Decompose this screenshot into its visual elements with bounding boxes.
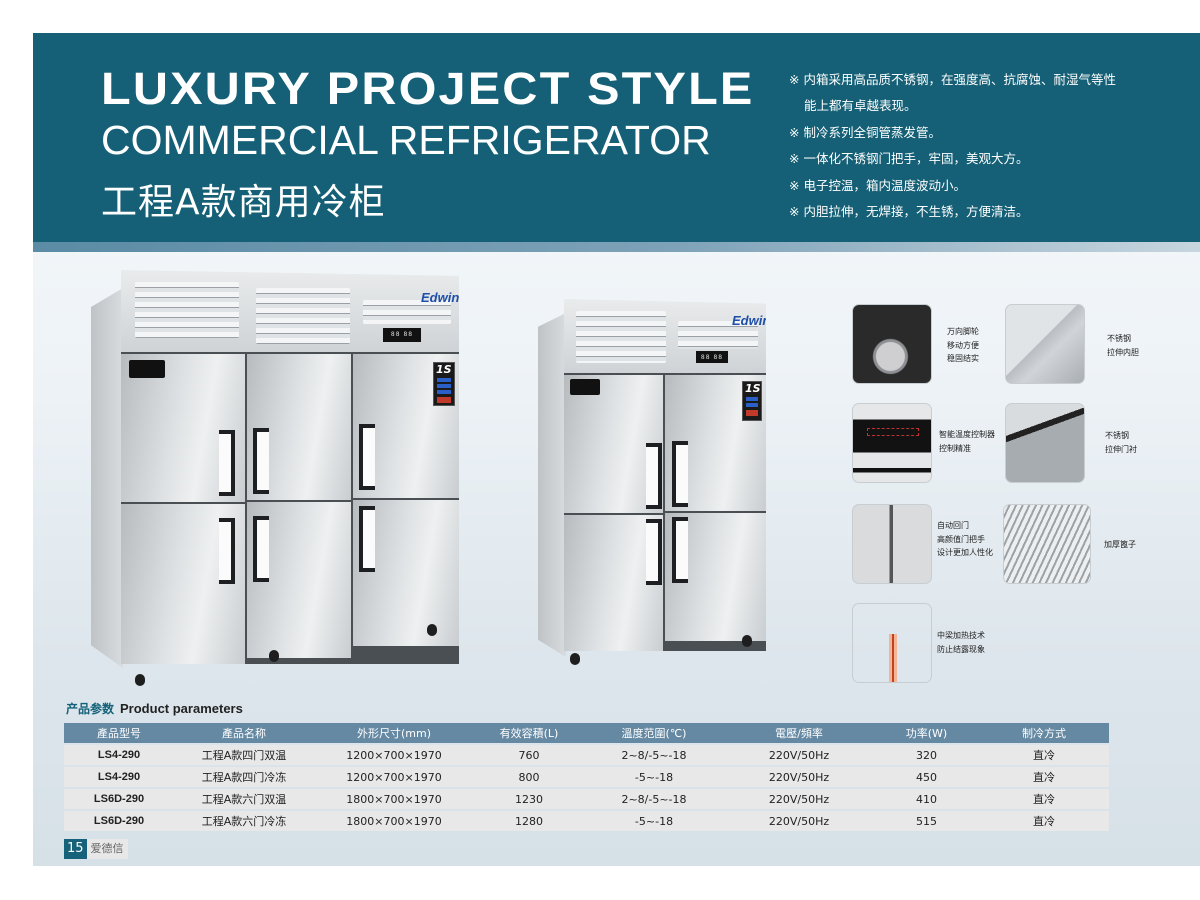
control-panel-image bbox=[852, 403, 932, 483]
stainless-liner-image bbox=[1005, 304, 1085, 384]
caster-icon bbox=[427, 624, 437, 636]
brand-logo: Edwin bbox=[732, 313, 771, 328]
caster-icon bbox=[135, 674, 145, 686]
feature-item: ※ 内胆拉伸，无焊接，不生锈，方便清洁。 bbox=[789, 204, 1029, 220]
caster-icon bbox=[742, 635, 752, 647]
door-handle-image bbox=[852, 504, 932, 584]
liner-caption: 不锈钢拉伸内胆 bbox=[1107, 334, 1139, 357]
caster-caption: 万向脚轮移动方便稳固结实 bbox=[947, 327, 979, 363]
control-panel-icon bbox=[129, 360, 165, 378]
badge-icon: 1S bbox=[742, 381, 762, 421]
door-handle-icon bbox=[646, 443, 662, 509]
temperature-display-icon: 88 88 bbox=[383, 328, 421, 342]
col-capacity: 有效容積(L) bbox=[474, 723, 584, 743]
col-size: 外形尺寸(mm) bbox=[314, 723, 474, 743]
title-commercial: COMMERCIAL REFRIGERATOR bbox=[101, 117, 711, 163]
caster-icon bbox=[570, 653, 580, 665]
heat-caption: 中梁加热技术防止结露现象 bbox=[937, 631, 985, 654]
title-luxury: LUXURY PROJECT STYLE bbox=[101, 63, 755, 114]
col-voltage: 電壓/頻率 bbox=[724, 723, 874, 743]
catalog-page: LUXURY PROJECT STYLE COMMERCIAL REFRIGER… bbox=[33, 33, 1200, 866]
table-header-row: 產品型号 產品名称 外形尺寸(mm) 有效容積(L) 溫度范圍(℃) 電壓/頻率… bbox=[64, 723, 1109, 743]
feature-item: ※ 一体化不锈钢门把手，牢固，美观大方。 bbox=[789, 151, 1029, 167]
feature-item: ※ 电子控温，箱内温度波动小。 bbox=[789, 177, 966, 193]
brand-logo: Edwin bbox=[421, 290, 460, 305]
feature-list: ※ 内箱采用高品质不锈钢，在强度高、抗腐蚀、耐湿气等性 能上都有卓越表现。 ※ … bbox=[789, 67, 1116, 225]
col-model: 產品型号 bbox=[64, 723, 174, 743]
caster-icon bbox=[269, 650, 279, 662]
product-parameters-table: 產品型号 產品名称 外形尺寸(mm) 有效容積(L) 溫度范圍(℃) 電壓/頻率… bbox=[64, 721, 1109, 833]
door-handle-icon bbox=[253, 516, 269, 582]
header-banner: LUXURY PROJECT STYLE COMMERCIAL REFRIGER… bbox=[33, 33, 1200, 242]
control-caption: 智能温度控制器控制精准 bbox=[939, 430, 995, 453]
badge-icon: 1S bbox=[433, 362, 455, 406]
col-name: 產品名称 bbox=[174, 723, 314, 743]
feature-item: ※ 制冷系列全铜管蒸发管。 bbox=[789, 124, 941, 140]
feature-item-continued: 能上都有卓越表现。 bbox=[804, 98, 917, 114]
door-handle-icon bbox=[359, 506, 375, 572]
door-handle-icon bbox=[219, 430, 235, 496]
door-handle-icon bbox=[253, 428, 269, 494]
footer-brand: 爱德信 bbox=[86, 839, 128, 859]
door-handle-icon bbox=[359, 424, 375, 490]
door-seal-image bbox=[1005, 403, 1085, 483]
col-temperature: 溫度范圍(℃) bbox=[584, 723, 724, 743]
temperature-display-icon: 88 88 bbox=[696, 351, 728, 363]
four-door-fridge-image: Edwin 88 88 1S bbox=[538, 299, 778, 675]
col-cooling: 制冷方式 bbox=[979, 723, 1109, 743]
col-power: 功率(W) bbox=[874, 723, 979, 743]
door-handle-icon bbox=[646, 519, 662, 585]
caster-wheel-image bbox=[852, 304, 932, 384]
header-gradient-strip bbox=[33, 242, 1200, 252]
seal-caption: 不锈钢拉伸门衬 bbox=[1105, 431, 1137, 454]
heated-mullion-image bbox=[852, 603, 932, 683]
page-number: 15 bbox=[64, 839, 87, 859]
door-handle-icon bbox=[219, 518, 235, 584]
feature-item: ※ 内箱采用高品质不锈钢，在强度高、抗腐蚀、耐湿气等性 bbox=[789, 72, 1116, 87]
shelf-rack-image bbox=[1003, 504, 1091, 584]
handle-caption: 自动回门高颜值门把手设计更加人性化 bbox=[937, 521, 993, 557]
door-handle-icon bbox=[672, 517, 688, 583]
title-chinese: 工程A款商用冷柜 bbox=[101, 182, 386, 223]
control-panel-icon bbox=[570, 379, 600, 395]
shelf-caption: 加厚篦子 bbox=[1104, 540, 1136, 549]
six-door-fridge-image: Edwin 88 88 1S bbox=[91, 270, 461, 695]
page-footer: 15 爱德信 bbox=[64, 839, 128, 859]
door-handle-icon bbox=[672, 441, 688, 507]
